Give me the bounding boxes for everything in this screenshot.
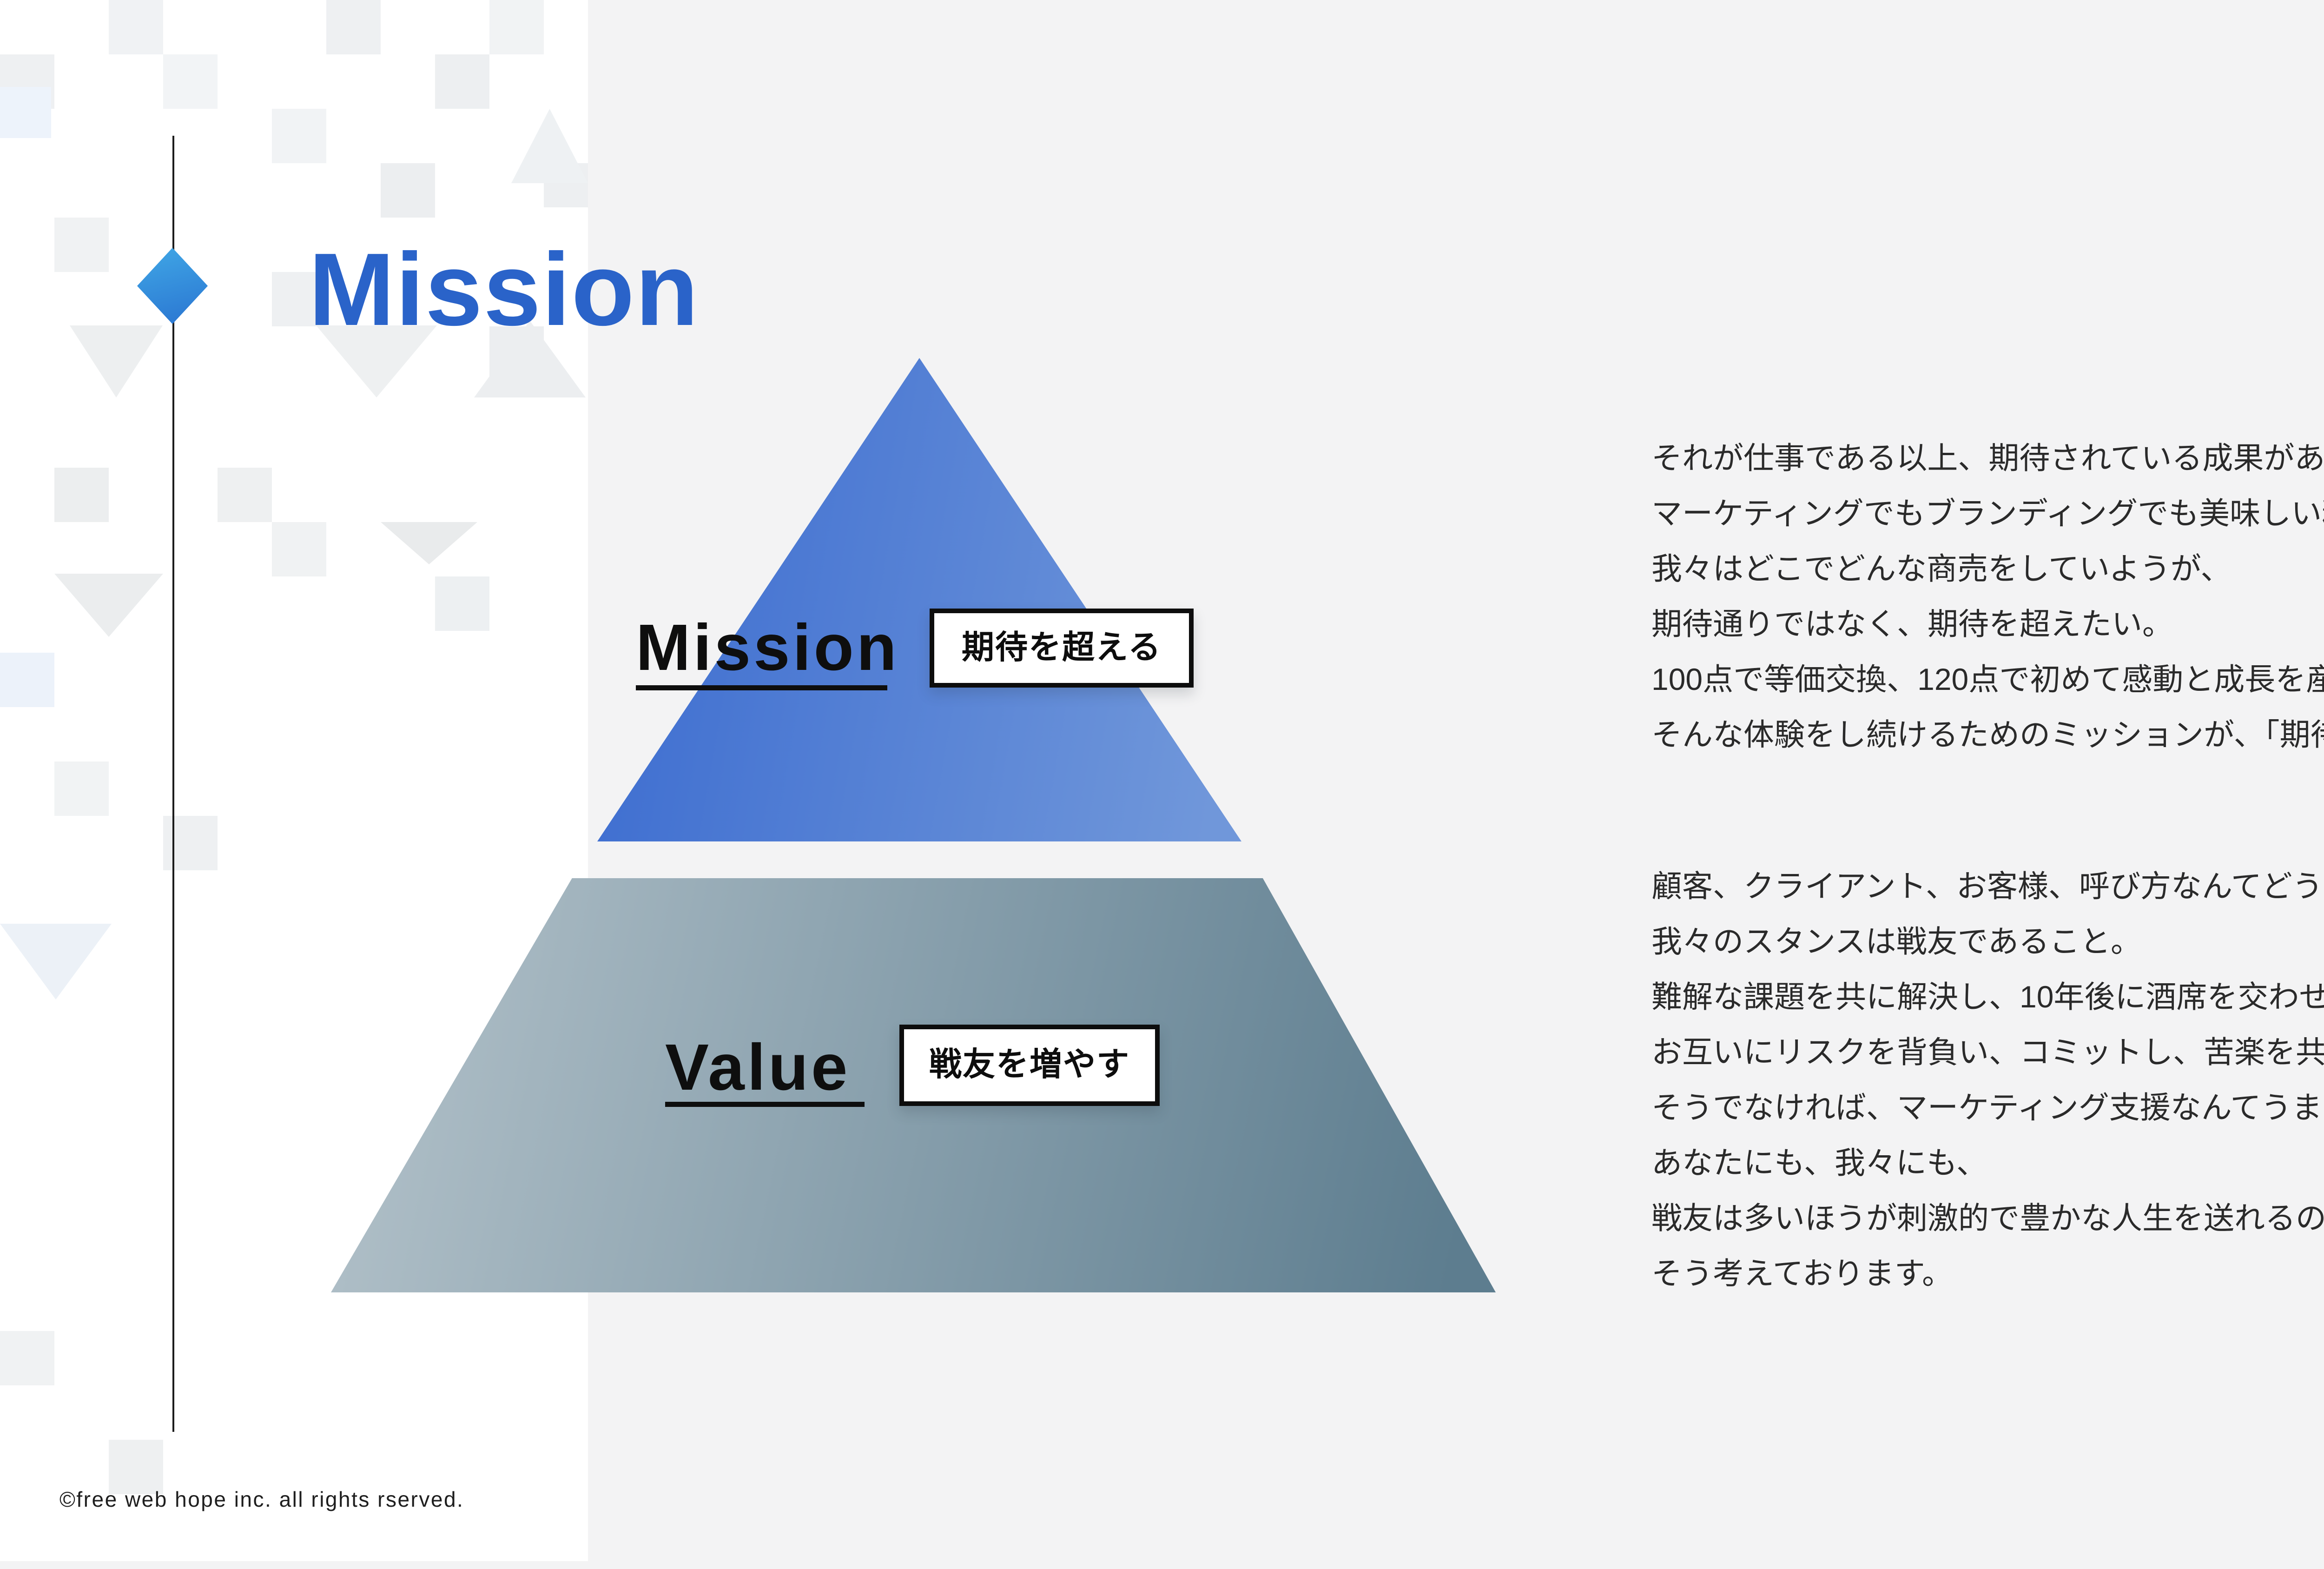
- paragraph-line: 期待通りではなく、期待を超えたい。: [1651, 607, 2173, 641]
- pattern-square: [272, 109, 326, 163]
- footer-copyright: ©free web hope inc. all rights rserved.: [59, 1487, 464, 1511]
- mission-tag-text: 期待を超える: [962, 629, 1162, 665]
- paragraph-line: そうでなければ、マーケティング支援なんてうまくいかない。: [1651, 1090, 2324, 1125]
- pattern-square: [272, 522, 326, 576]
- paragraph-line: そう考えております。: [1651, 1256, 1953, 1291]
- pattern-triangle: [381, 522, 477, 564]
- pattern-square: [218, 468, 272, 522]
- sidebar-panel: [0, 0, 588, 1561]
- paragraph-line: マーケティングでもブランディングでも美味しい料理でも: [1651, 496, 2324, 530]
- value-tag-text: 戦友を増やす: [929, 1046, 1130, 1082]
- pattern-square: [435, 54, 489, 109]
- page-title: Mission: [309, 232, 700, 347]
- pattern-square: [54, 468, 109, 522]
- mission-label-underline: [636, 685, 887, 690]
- value-level-label: Value: [665, 1030, 851, 1104]
- pyramid-mission-triangle: [597, 358, 1241, 841]
- mission-level-label: Mission: [636, 610, 899, 684]
- pattern-square: [54, 761, 109, 816]
- value-tag-box: 戦友を増やす: [899, 1025, 1160, 1106]
- pattern-square: [0, 87, 51, 138]
- paragraph-line: そんな体験をし続けるためのミッションが、「期待を超える」: [1651, 717, 2324, 752]
- accent-vertical-line: [172, 136, 174, 1432]
- paragraph-line: 顧客、クライアント、お客様、呼び方なんてどうだって良い。: [1651, 869, 2324, 903]
- pattern-square: [272, 272, 326, 326]
- pattern-square: [109, 1440, 163, 1494]
- paragraph-line: 我々はどこでどんな商売をしていようが、: [1651, 551, 2232, 586]
- pattern-square: [326, 0, 381, 54]
- pattern-square: [109, 0, 163, 54]
- mission-paragraph: それが仕事である以上、期待されている成果がある。 マーケティングでもブランディン…: [1651, 430, 2324, 762]
- pattern-square: [163, 54, 218, 109]
- mission-tag-box: 期待を超える: [930, 609, 1194, 688]
- pattern-square: [435, 576, 489, 631]
- paragraph-line: 難解な課題を共に解決し、10年後に酒席を交わせる仲でありたい。: [1651, 980, 2324, 1014]
- paragraph-line: 戦友は多いほうが刺激的で豊かな人生を送れるのではないかと、: [1651, 1201, 2324, 1235]
- paragraph-line: あなたにも、我々にも、: [1651, 1145, 1987, 1180]
- pattern-square: [54, 218, 109, 272]
- pattern-triangle: [54, 574, 163, 637]
- pattern-triangle: [0, 924, 112, 1000]
- paragraph-line: 100点で等価交換、120点で初めて感動と成長を産む。: [1651, 662, 2324, 696]
- pattern-square: [489, 0, 544, 54]
- pattern-square: [163, 816, 218, 870]
- value-label-underline: [665, 1102, 865, 1107]
- value-paragraph: 顧客、クライアント、お客様、呼び方なんてどうだって良い。 我々のスタンスは戦友で…: [1651, 859, 2324, 1301]
- paragraph-line: お互いにリスクを背負い、コミットし、苦楽を共にする事。: [1651, 1035, 2324, 1069]
- pattern-triangle: [511, 109, 588, 183]
- pattern-square: [0, 1331, 54, 1385]
- paragraph-line: それが仕事である以上、期待されている成果がある。: [1651, 441, 2324, 475]
- paragraph-line: 我々のスタンスは戦友であること。: [1651, 924, 2142, 959]
- pattern-triangle: [70, 325, 163, 397]
- pattern-square: [381, 163, 435, 218]
- pattern-square: [0, 653, 54, 707]
